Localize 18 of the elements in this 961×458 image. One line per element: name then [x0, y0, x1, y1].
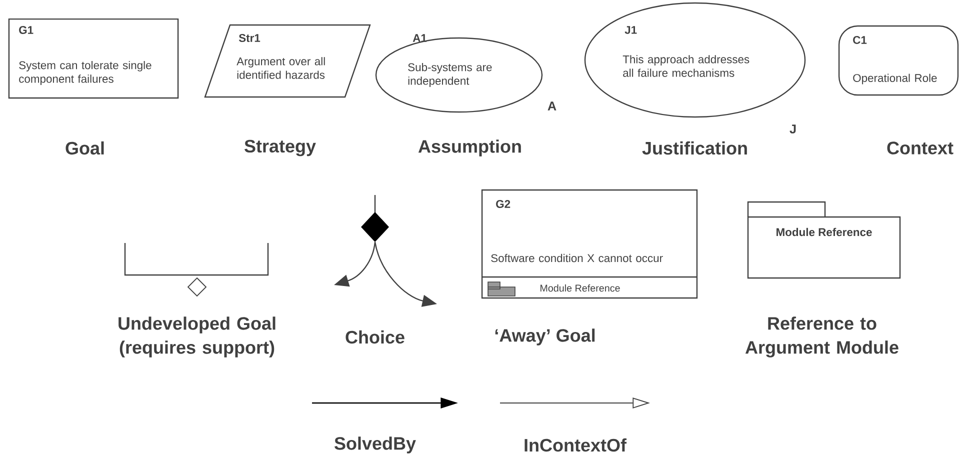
- symbol-caption: Reference to Argument Module: [745, 316, 898, 358]
- symbol-caption: Context: [887, 142, 954, 154]
- symbol-caption: Goal: [66, 141, 104, 155]
- symbol-caption: Justification: [642, 141, 747, 155]
- symbol-caption: InContextOf: [524, 438, 627, 452]
- symbol-caption: SolvedBy: [334, 436, 416, 454]
- module-box: Module Reference: [747, 201, 901, 279]
- symbol-caption: Strategy: [244, 140, 316, 156]
- symbol-caption: ‘Away’ Goal: [495, 328, 595, 346]
- corner-letter: J: [790, 124, 796, 134]
- away-goal-box: G2 Software condition X cannot occur Module Reference: [481, 189, 698, 299]
- symbol-caption: Undeveloped Goal (requires support): [118, 316, 276, 358]
- corner-letter: A: [548, 102, 556, 110]
- context-box: C1 Operational Role: [838, 25, 959, 96]
- symbol-caption: Assumption: [418, 140, 521, 156]
- symbol-caption: Choice: [346, 330, 404, 344]
- goal-box: G1 System can tolerate single component failures: [8, 18, 179, 99]
- strategy-parallelogram: Str1 Argument over all identified hazards: [204, 24, 371, 98]
